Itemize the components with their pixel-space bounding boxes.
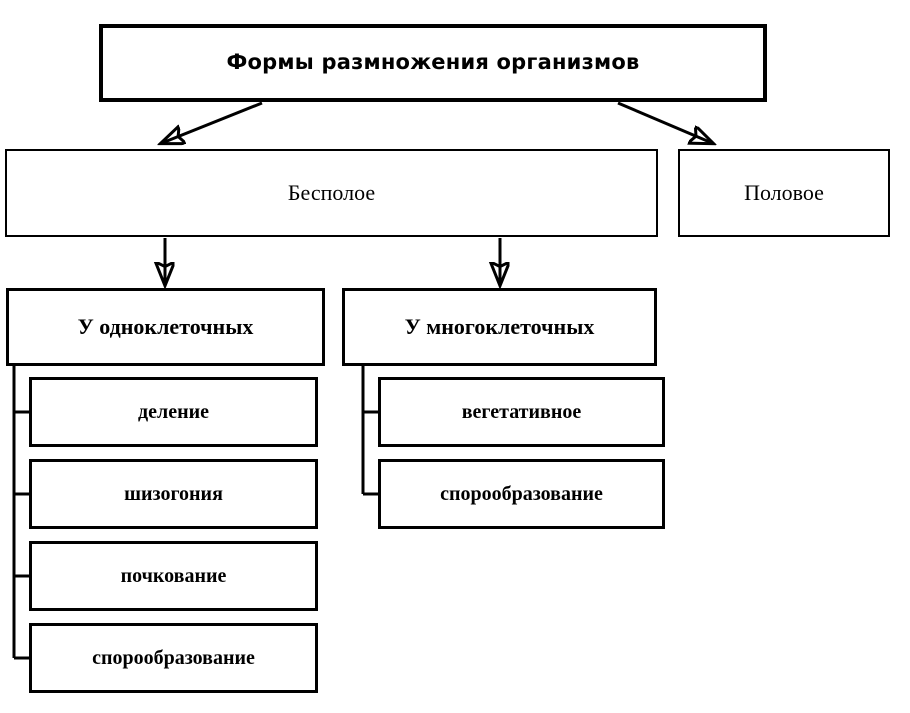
node-root-forms-of-reproduction[interactable]: Формы размножения организмов [99, 24, 767, 102]
node-sporulation-multicellular-label: спорообразование [440, 483, 603, 505]
node-budding[interactable]: почкование [29, 541, 318, 611]
node-schizogony-label: шизогония [124, 483, 223, 505]
node-vegetative[interactable]: вегетативное [378, 377, 665, 447]
node-root-label: Формы размножения организмов [226, 50, 640, 75]
node-division-label: деление [137, 401, 209, 423]
node-sporulation-unicellular-label: спорообразование [92, 647, 255, 669]
node-sexual[interactable]: Половое [678, 149, 890, 237]
node-sporulation-unicellular[interactable]: спорообразование [29, 623, 318, 693]
node-sporulation-multicellular[interactable]: спорообразование [378, 459, 665, 529]
node-schizogony[interactable]: шизогония [29, 459, 318, 529]
link-root-to-asexual [162, 101, 263, 143]
node-asexual[interactable]: Бесполое [5, 149, 658, 237]
node-asexual-label: Бесполое [287, 179, 376, 205]
node-unicellular[interactable]: У одноклеточных [6, 288, 325, 366]
node-unicellular-label: У одноклеточных [77, 313, 254, 339]
node-sexual-label: Половое [744, 179, 824, 205]
node-multicellular[interactable]: У многоклеточных [342, 288, 657, 366]
node-budding-label: почкование [120, 565, 227, 587]
node-multicellular-label: У многоклеточных [404, 313, 595, 339]
link-root-to-sexual [617, 101, 712, 143]
node-vegetative-label: вегетативное [461, 401, 582, 423]
node-division[interactable]: деление [29, 377, 318, 447]
